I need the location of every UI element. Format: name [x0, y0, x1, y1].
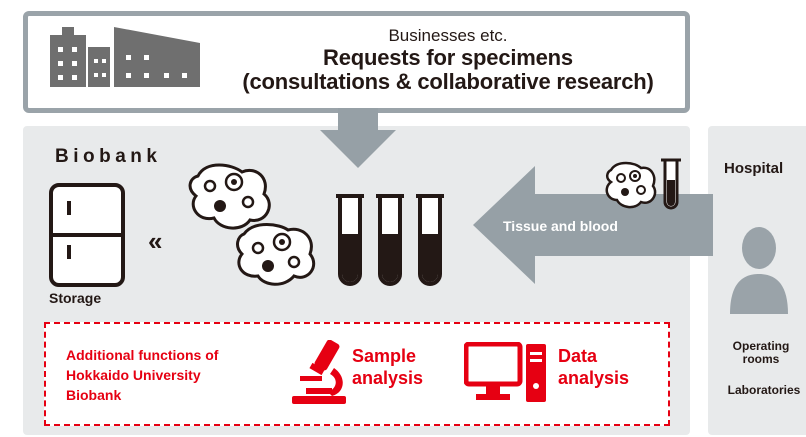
specimen-icon: [605, 158, 681, 210]
chevron-left-icon: «: [148, 226, 163, 256]
hospital-title: Hospital: [724, 160, 784, 177]
additional-functions-title: Additional functions of Hokkaido Univers…: [66, 345, 276, 405]
sample-line1: Sample: [352, 346, 417, 366]
down-arrow-icon: [320, 108, 396, 168]
operating-rooms-label: Operating rooms: [716, 340, 806, 366]
request-title-line2: (consultations & collaborative research): [242, 69, 654, 94]
computer-icon: [464, 342, 546, 402]
cells-icon: [188, 163, 316, 286]
operating-line1: Operating: [732, 339, 790, 353]
buildings-icon: [50, 27, 200, 87]
data-line1: Data: [558, 346, 598, 366]
additional-functions-box: Additional functions of Hokkaido Univers…: [44, 322, 670, 426]
operating-line2: rooms: [742, 352, 780, 366]
request-subtitle: Businesses etc.: [388, 26, 508, 45]
functions-title-line3: Biobank: [66, 387, 122, 403]
tissue-and-blood-label: Tissue and blood: [503, 218, 618, 234]
specimen-request-box: Businesses etc. Requests for specimens (…: [23, 11, 690, 113]
biobank-title: Biobank: [55, 146, 162, 167]
request-text: Businesses etc. Requests for specimens (…: [213, 16, 683, 94]
data-line2: analysis: [558, 368, 630, 388]
storage-label: Storage: [49, 290, 102, 306]
laboratories-label: Laboratories: [727, 383, 801, 397]
sample-analysis-label: Sample analysis: [352, 345, 423, 389]
sample-line2: analysis: [352, 368, 424, 388]
refrigerator-icon: [49, 183, 125, 287]
person-icon: [730, 227, 788, 314]
data-analysis-label: Data analysis: [558, 345, 629, 389]
microscope-icon: [292, 340, 346, 404]
functions-title-line1: Additional functions of: [66, 347, 219, 363]
functions-title-line2: Hokkaido University: [66, 367, 201, 383]
request-title-line1: Requests for specimens: [323, 45, 573, 70]
test-tubes-icon: [336, 194, 444, 286]
